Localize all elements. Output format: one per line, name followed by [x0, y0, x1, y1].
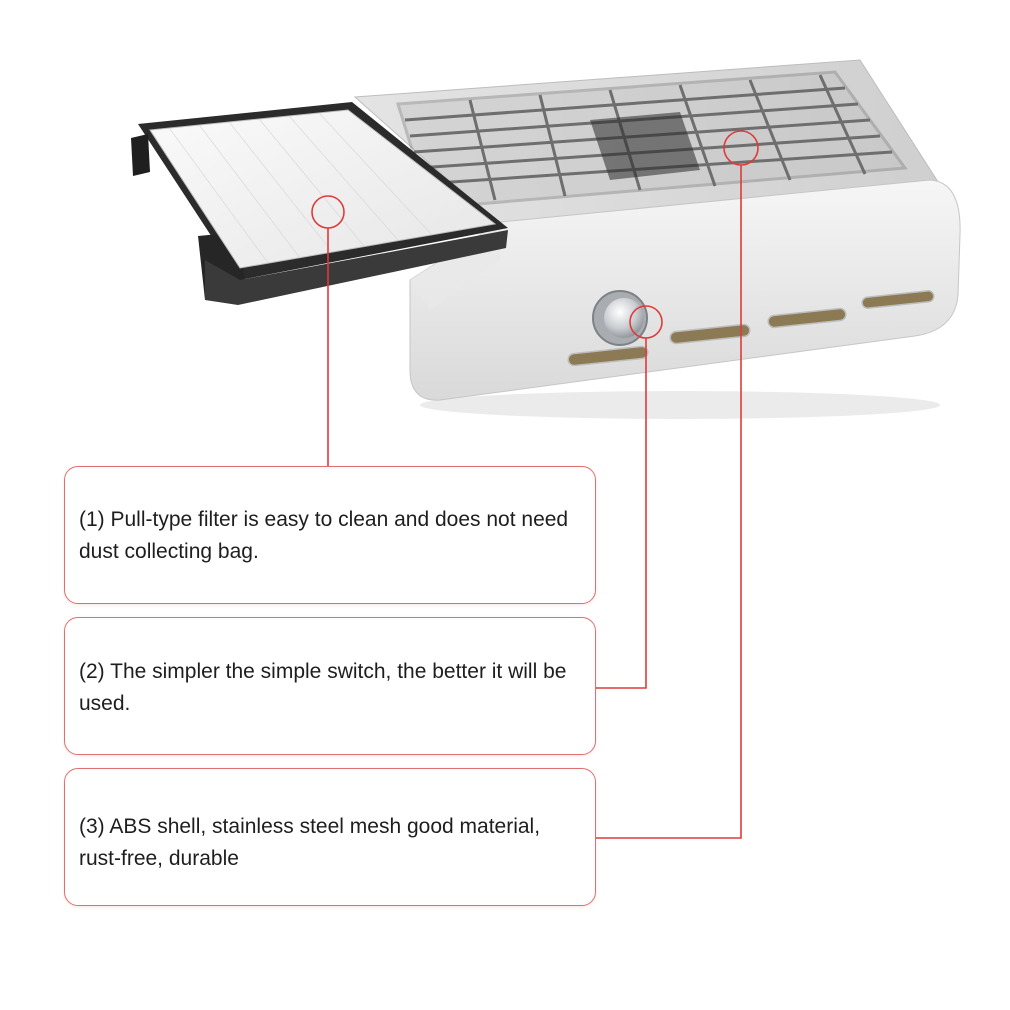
callout-switch: (2) The simpler the simple switch, the b…	[64, 617, 596, 755]
pull-out-filter	[131, 102, 508, 305]
vent-slots	[567, 290, 935, 367]
callout-leader-lines	[311, 130, 759, 839]
callout-material-text: (3) ABS shell, stainless steel mesh good…	[79, 815, 541, 870]
callout-switch-text: (2) The simpler the simple switch, the b…	[79, 660, 567, 715]
callout-filter-text: (1) Pull-type filter is easy to clean an…	[79, 508, 569, 563]
callout-filter: (1) Pull-type filter is easy to clean an…	[64, 466, 596, 604]
callout-material: (3) ABS shell, stainless steel mesh good…	[64, 768, 596, 906]
